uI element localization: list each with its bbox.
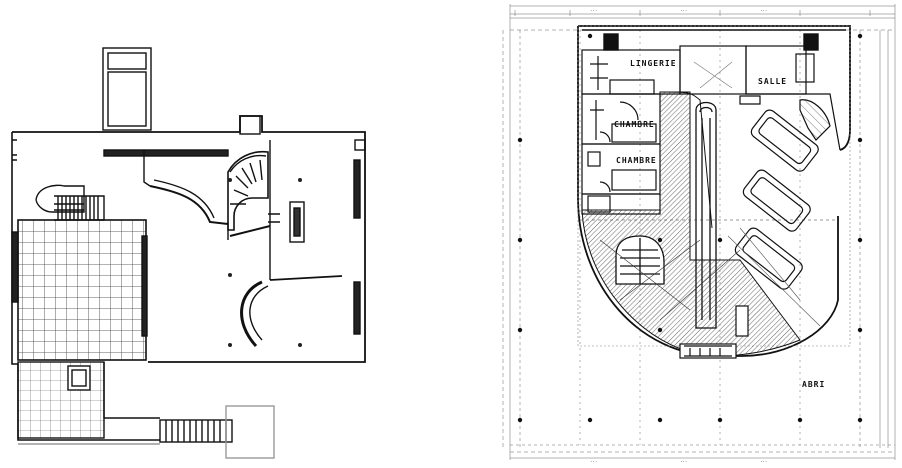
curved-lower-wall	[240, 280, 263, 348]
svg-text:···: ···	[680, 459, 687, 464]
roof-box	[102, 47, 152, 131]
label-chambre-upper: CHAMBRE	[614, 120, 655, 129]
label-salle: SALLE	[758, 77, 787, 86]
dimension-marks: ··· ··· ··· ··· ··· ···	[590, 8, 767, 464]
bottom-stair	[159, 419, 233, 443]
label-chambre-lower: CHAMBRE	[616, 156, 657, 165]
left-floor-plan	[11, 47, 366, 459]
top-partition	[103, 149, 229, 157]
label-lingerie: LINGERIE	[630, 59, 677, 68]
svg-text:···: ···	[760, 8, 767, 13]
svg-text:···: ···	[590, 8, 597, 13]
bedroom-block	[581, 49, 681, 215]
svg-text:···: ···	[590, 459, 597, 464]
left-columns	[228, 178, 302, 347]
wall-window-right-bottom	[353, 281, 361, 335]
spiral-stair	[227, 150, 269, 231]
right-floor-plan: ··· ··· ··· ··· ··· ···	[502, 4, 896, 464]
label-abri: ABRI	[802, 380, 825, 389]
tiled-terrace	[17, 219, 147, 361]
lower-tiled-strip	[17, 361, 105, 439]
corner-pier	[354, 139, 366, 151]
parked-cars	[727, 109, 821, 327]
entry-door	[679, 305, 749, 359]
spiral-stair-ground	[615, 235, 665, 285]
hatched-circulation	[581, 91, 801, 357]
curved-wall	[149, 185, 229, 225]
wall-window-right-top	[353, 159, 361, 219]
entry-stair	[35, 184, 105, 221]
bottom-right-box	[225, 405, 275, 459]
service-rooms	[679, 45, 841, 151]
right-columns	[517, 33, 863, 423]
dimension-lines	[502, 4, 896, 460]
chimney-block	[239, 115, 261, 135]
svg-text:···: ···	[680, 8, 687, 13]
bench-block	[289, 201, 305, 243]
ramp	[695, 101, 717, 329]
svg-text:···: ···	[760, 459, 767, 464]
